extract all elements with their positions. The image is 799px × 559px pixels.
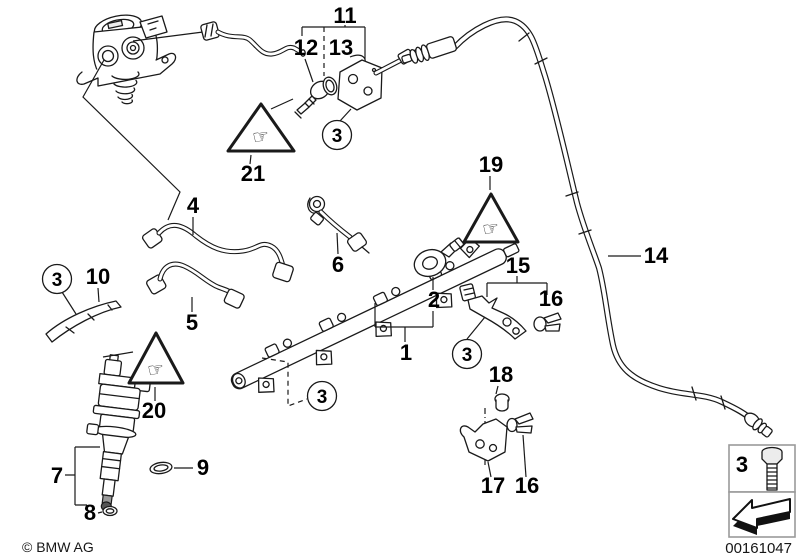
legend-qty-3[interactable]: 3 bbox=[736, 452, 748, 477]
callout-7[interactable]: 7 bbox=[51, 463, 63, 488]
callout-15-bracket bbox=[486, 276, 548, 297]
diagram-number: 00161047 bbox=[725, 540, 792, 557]
callout-1[interactable]: 1 bbox=[400, 340, 412, 365]
svg-text:3: 3 bbox=[52, 270, 63, 291]
pump-to-pipe11-leader bbox=[132, 31, 204, 42]
svg-text:3: 3 bbox=[462, 345, 473, 366]
o-ring-8-drawing bbox=[102, 505, 118, 517]
pressure-sensor-2-drawing bbox=[413, 237, 465, 278]
callout-8[interactable]: 8 bbox=[84, 500, 96, 525]
callout-19[interactable]: 19 bbox=[479, 152, 503, 177]
bracket-10-drawing bbox=[45, 300, 122, 343]
warning-triangle-20-icon: ☞ bbox=[102, 331, 185, 401]
callout-12-leader bbox=[304, 58, 314, 83]
callout-7-bracket bbox=[65, 446, 100, 506]
callout-21[interactable]: 21 bbox=[241, 161, 265, 186]
callout-18[interactable]: 18 bbox=[489, 362, 513, 387]
clip-16-upper-drawing bbox=[533, 312, 562, 332]
high-pressure-pump-drawing bbox=[76, 14, 177, 105]
callout-15[interactable]: 15 bbox=[506, 253, 530, 278]
pipe-6-drawing bbox=[307, 195, 370, 254]
legend-screw-box: 3 bbox=[728, 444, 796, 493]
callout-11-bracket bbox=[301, 25, 366, 60]
direction-arrow-icon bbox=[732, 498, 791, 535]
callout-16-lower[interactable]: 16 bbox=[515, 473, 539, 498]
callout-10[interactable]: 10 bbox=[86, 264, 110, 289]
qty-callout-3-bracket10[interactable]: 3 bbox=[41, 263, 77, 315]
injector-7-drawing bbox=[86, 354, 151, 512]
bracket-15-drawing bbox=[459, 283, 527, 340]
callout-17-leader bbox=[487, 461, 492, 478]
callout-4[interactable]: 4 bbox=[187, 193, 200, 218]
callout-14[interactable]: 14 bbox=[644, 243, 669, 268]
callout-10-leader bbox=[97, 287, 100, 303]
callout-12[interactable]: 12 bbox=[294, 35, 318, 60]
qty-callout-3-rail[interactable]: 3 bbox=[261, 357, 338, 412]
pipe-11-drawing bbox=[200, 21, 306, 57]
qty-callout-3-bracket15[interactable]: 3 bbox=[451, 316, 486, 370]
svg-text:3: 3 bbox=[332, 126, 343, 147]
callout-6[interactable]: 6 bbox=[332, 252, 344, 277]
bracket-17-drawing bbox=[459, 418, 508, 462]
clip-16-lower-drawing bbox=[506, 412, 534, 434]
qty-callout-3-sensor12[interactable]: 3 bbox=[321, 108, 353, 151]
svg-text:3: 3 bbox=[317, 387, 328, 408]
pipe-4-drawing bbox=[141, 223, 294, 283]
pump-to-pipe4-leader bbox=[82, 59, 181, 221]
callout-16-lower-leader bbox=[522, 434, 527, 478]
callout-13[interactable]: 13 bbox=[329, 35, 353, 60]
legend-direction-box bbox=[728, 491, 796, 538]
grommet-18-drawing bbox=[494, 393, 510, 412]
callout-18-leader bbox=[495, 385, 499, 395]
o-ring-13-drawing bbox=[322, 76, 338, 96]
hose-14-drawing bbox=[401, 16, 773, 438]
screw-icon bbox=[761, 446, 783, 491]
svg-text:☞: ☞ bbox=[146, 359, 166, 382]
callout-2[interactable]: 2 bbox=[428, 287, 440, 312]
warning-triangle-21-icon: ☞ bbox=[226, 98, 296, 165]
svg-text:☞: ☞ bbox=[251, 126, 271, 149]
callout-5[interactable]: 5 bbox=[186, 310, 198, 335]
copyright-text: © BMW AG bbox=[22, 539, 94, 555]
callout-11[interactable]: 11 bbox=[333, 3, 356, 28]
callout-9[interactable]: 9 bbox=[197, 455, 209, 480]
seal-ring-9-drawing bbox=[149, 461, 173, 475]
callout-17[interactable]: 17 bbox=[481, 473, 505, 498]
callout-6-leader bbox=[336, 232, 339, 255]
callout-16-upper[interactable]: 16 bbox=[539, 286, 563, 311]
svg-text:☞: ☞ bbox=[481, 218, 501, 241]
pipe-5-drawing bbox=[146, 261, 245, 309]
callout-8-leader bbox=[97, 511, 103, 514]
fuel-rail-1-drawing bbox=[230, 237, 520, 393]
callout-1-2-bracket bbox=[374, 277, 434, 342]
warning-triangle-19-icon: ☞ bbox=[462, 176, 520, 244]
callout-20[interactable]: 20 bbox=[142, 398, 166, 423]
